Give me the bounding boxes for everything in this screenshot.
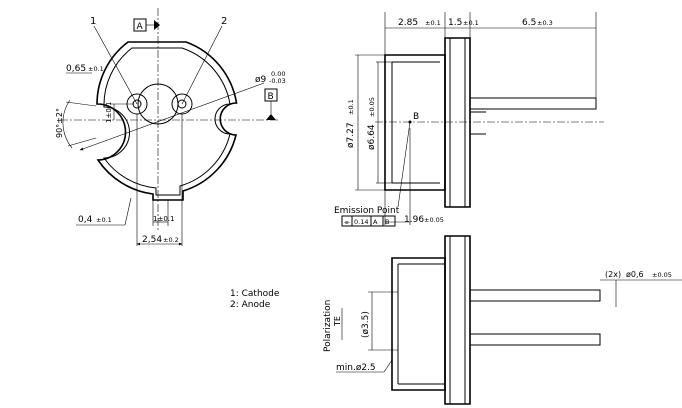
diameter-tol-lower: -0.03 bbox=[269, 77, 286, 85]
point-b-label: B bbox=[413, 112, 419, 122]
cap-diameter-value: ø6.64 bbox=[367, 124, 377, 150]
callout-2-leader bbox=[181, 25, 223, 105]
bottom-pin-upper bbox=[470, 289, 601, 302]
datum-a-label: A bbox=[137, 22, 144, 32]
flange-lower bbox=[444, 235, 471, 405]
side-pin bbox=[470, 97, 597, 110]
cap-diameter-tol: ±0.05 bbox=[368, 97, 376, 117]
datum-b-triangle bbox=[266, 114, 276, 120]
flat-depth-tol: ±0.1 bbox=[88, 65, 104, 73]
dim-flange-to-cap: 2.85 bbox=[398, 18, 418, 28]
pin-spacing-tol: ±0.2 bbox=[163, 236, 179, 244]
pin-diameter-tol: ±0.05 bbox=[652, 271, 672, 279]
pin-spacing-value: 2,54 bbox=[142, 235, 162, 245]
callout-2-label: 2 bbox=[221, 16, 227, 27]
polarization-mode: TE bbox=[333, 316, 342, 327]
bottom-notch-label: 1±0.1 bbox=[153, 215, 174, 223]
legend-cathode: 1: Cathode bbox=[230, 289, 280, 299]
legend-anode: 2: Anode bbox=[230, 300, 271, 310]
notch-depth-value: 0,4 bbox=[78, 215, 93, 225]
dim-pin-length: 6.5 bbox=[522, 18, 536, 28]
dim-flange-thickness: 1.5 bbox=[448, 18, 462, 28]
datum-a-triangle bbox=[154, 20, 160, 30]
flange-diameter-value: ø7.27 bbox=[346, 122, 356, 148]
notch-depth-tol: ±0.1 bbox=[96, 216, 112, 224]
frame-ref-a: A bbox=[373, 218, 378, 226]
flange-diameter-tol: ±0.1 bbox=[347, 99, 355, 115]
angle-label: 90°±2° bbox=[55, 108, 64, 138]
front-view: 1 2 A B ø9 0.00 -0.03 0,65 ±0.1 90°±2° 1… bbox=[55, 8, 286, 246]
callout-1-label: 1 bbox=[90, 16, 96, 27]
bottom-view: (2x) ø0,6 ±0.05 (ø3.5) Polarization TE m… bbox=[323, 235, 682, 405]
dim-pin-length-tol: ±0.3 bbox=[537, 19, 553, 27]
cap-body bbox=[384, 54, 446, 191]
cap-body-lower bbox=[391, 257, 446, 391]
pin-diameter-value: ø0,6 bbox=[626, 270, 644, 279]
callout-1-leader bbox=[93, 25, 138, 105]
pin-legend: 1: Cathode 2: Anode bbox=[230, 289, 280, 310]
flange bbox=[444, 37, 471, 208]
feature-control-frame: ⌯ 0.14 A B bbox=[341, 215, 396, 227]
flat-depth-value: 0,65 bbox=[66, 64, 86, 74]
window-diameter-label: (ø3.5) bbox=[361, 311, 371, 338]
center-window bbox=[137, 83, 179, 125]
diameter-label: ø9 bbox=[255, 75, 267, 85]
frame-symbol: ⌯ bbox=[344, 218, 350, 226]
diameter-tol-upper: 0.00 bbox=[271, 70, 285, 78]
angle-arc bbox=[62, 99, 73, 149]
center-offset-label: 1±0.1 bbox=[105, 102, 113, 123]
diameter-leader bbox=[79, 82, 265, 151]
frame-tolerance: 0.14 bbox=[354, 218, 368, 226]
emission-depth-tol: ±0.05 bbox=[424, 216, 444, 224]
pin-count-label: (2x) bbox=[605, 270, 621, 279]
polarization-label: Polarization bbox=[323, 300, 333, 352]
emission-depth-value: 1.96 bbox=[404, 215, 424, 225]
bottom-pin-lower bbox=[470, 333, 601, 346]
datum-b-label: B bbox=[268, 92, 274, 102]
dim-flange-thickness-tol: ±0.1 bbox=[463, 19, 479, 27]
side-view: 2.85 ±0.1 1.5 ±0.1 6.5 ±0.3 ø7.27 ±0.1 ø… bbox=[334, 12, 604, 227]
frame-ref-b: B bbox=[385, 218, 389, 226]
min-diameter-label: min.ø2.5 bbox=[336, 363, 376, 373]
dim-flange-to-cap-tol: ±0.1 bbox=[425, 19, 441, 27]
emission-point-label: Emission Point bbox=[334, 206, 400, 216]
emission-leader bbox=[397, 121, 411, 208]
flange-inner-outline bbox=[103, 47, 231, 196]
